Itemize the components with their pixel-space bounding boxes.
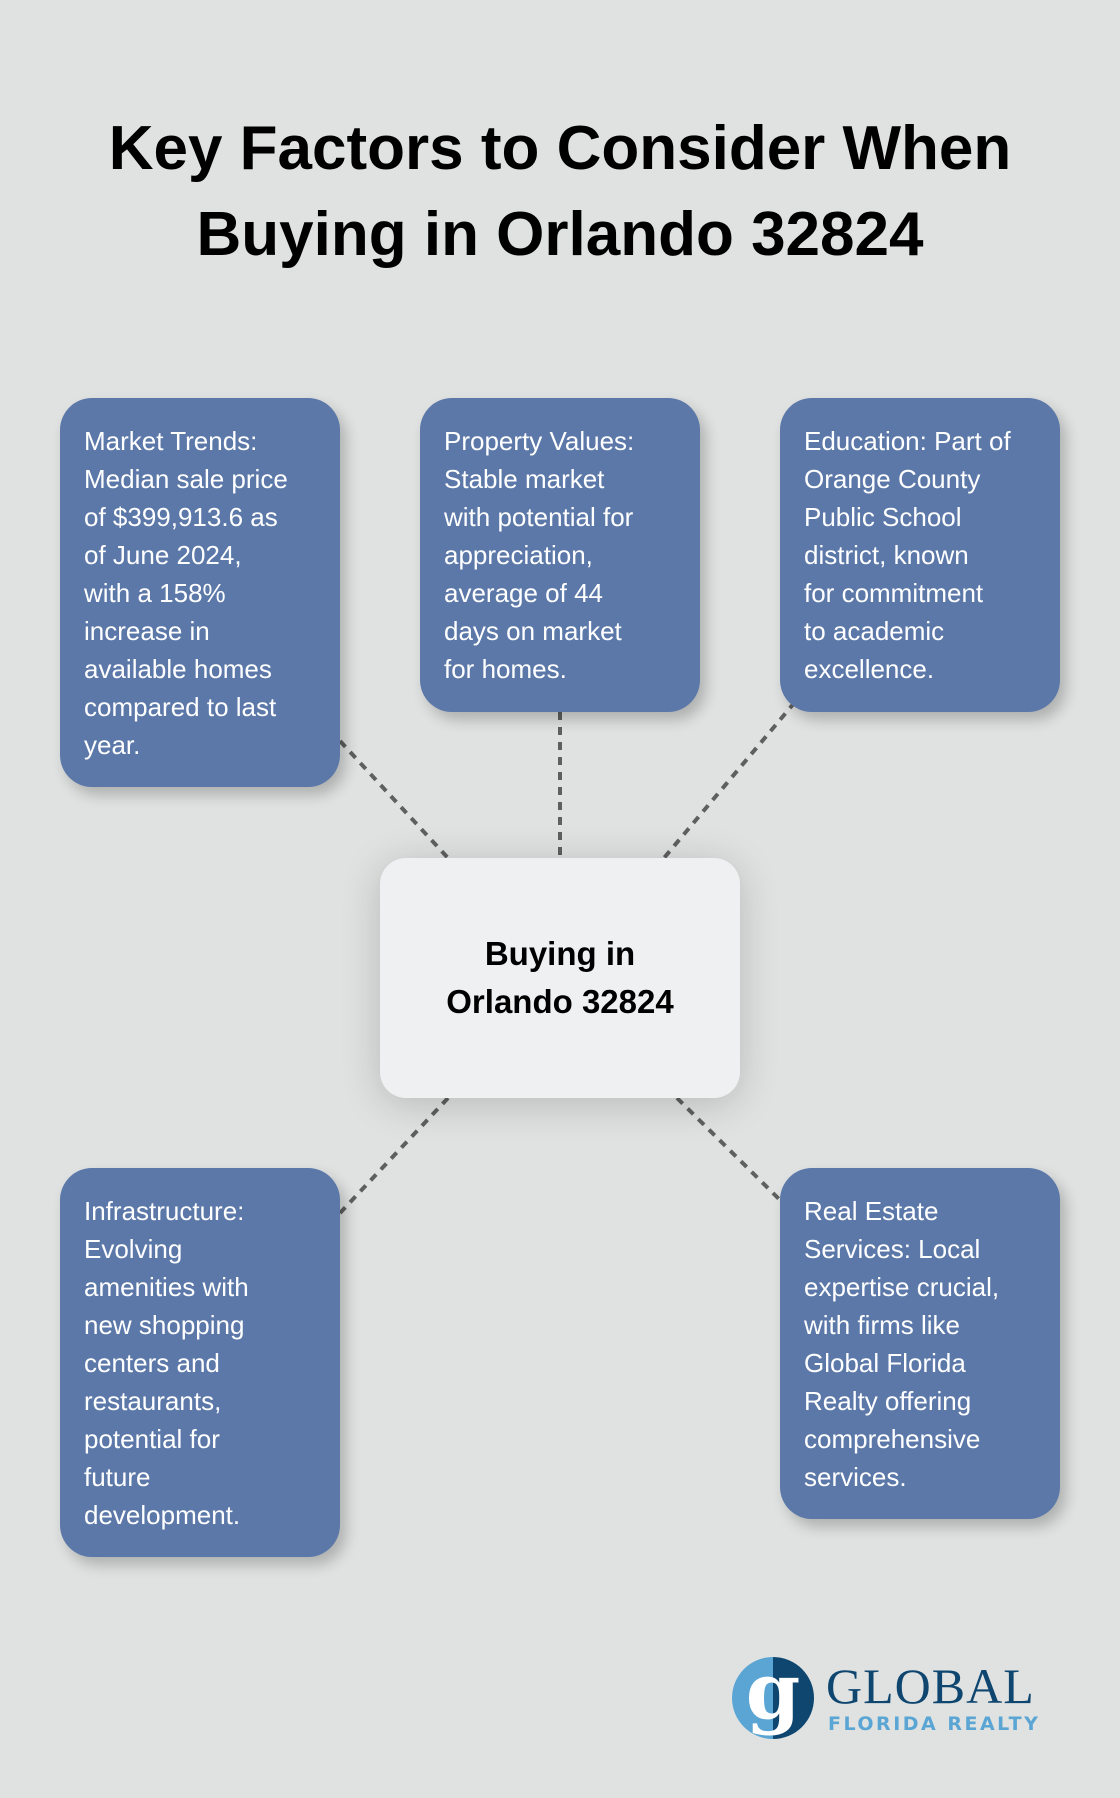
node-text: development. [84,1500,241,1530]
center-node: Buying in Orlando 32824 [380,858,740,1098]
connector-real-estate-services [675,1096,782,1202]
node-text: compared to last [84,692,277,722]
node-property-values: Property Values: Stable market with pote… [420,398,700,712]
node-text: Stable market [444,464,605,494]
node-text: increase in [84,616,210,646]
connector-infrastructure [338,1096,450,1215]
node-text: for homes. [444,654,567,684]
node-text: Evolving [84,1234,183,1264]
logo-g-letter: g [745,1657,801,1737]
node-text: year. [84,730,141,760]
node-text: services. [804,1462,907,1492]
node-text: Orange County [804,464,981,494]
node-text: of $399,913.6 as [84,502,278,532]
node-real-estate-services: Real Estate Services: Local expertise cr… [780,1168,1060,1519]
node-text: with a 158% [84,578,226,608]
node-text: with potential for [444,502,634,532]
node-text: with firms like [804,1310,961,1340]
logo-name: GLOBAL [826,1658,1035,1714]
node-text: for commitment [804,578,984,608]
node-text: comprehensive [804,1424,981,1454]
center-line-2: Orlando 32824 [446,983,674,1020]
node-text: Real Estate [804,1196,939,1226]
node-text: expertise crucial, [804,1272,1000,1302]
node-text: appreciation, [444,540,593,570]
node-text: Infrastructure: [84,1196,245,1226]
node-text: of June 2024, [84,540,242,570]
logo-g-icon: g [732,1657,814,1739]
node-text: amenities with [84,1272,249,1302]
page-title: Key Factors to Consider When Buying in O… [0,106,1120,278]
node-text: Education: Part of [804,426,1011,456]
title-line-2: Buying in Orlando 32824 [196,200,924,269]
node-text: Realty offering [804,1386,972,1416]
node-text: Global Florida [804,1348,966,1378]
node-text: excellence. [804,654,935,684]
node-text: to academic [804,616,945,646]
node-text: Market Trends: [84,426,258,456]
node-text: available homes [84,654,272,684]
node-text: district, known [804,540,969,570]
node-market-trends: Market Trends: Median sale price of $399… [60,398,340,787]
node-text: restaurants, [84,1386,222,1416]
node-text: future [84,1462,151,1492]
logo-subtitle: FLORIDA REALTY [828,1713,1041,1735]
node-text: Services: Local [804,1234,981,1264]
node-text: Public School [804,502,962,532]
center-line-1: Buying in [484,935,636,972]
node-text: potential for [84,1424,220,1454]
node-infrastructure: Infrastructure: Evolving amenities with … [60,1168,340,1557]
node-text: Median sale price [84,464,288,494]
node-text: new shopping [84,1310,245,1340]
connector-education [662,700,797,860]
node-text: Property Values: [444,426,635,456]
node-text: centers and [84,1348,220,1378]
node-education: Education: Part of Orange County Public … [780,398,1060,712]
title-line-1: Key Factors to Consider When [108,114,1012,183]
connector-market-trends [338,739,450,860]
center-node-label: Buying in Orlando 32824 [446,930,673,1026]
node-text: days on market [444,616,622,646]
node-text: average of 44 [444,578,604,608]
global-florida-realty-logo: g GLOBAL FLORIDA REALTY [732,1657,1062,1741]
